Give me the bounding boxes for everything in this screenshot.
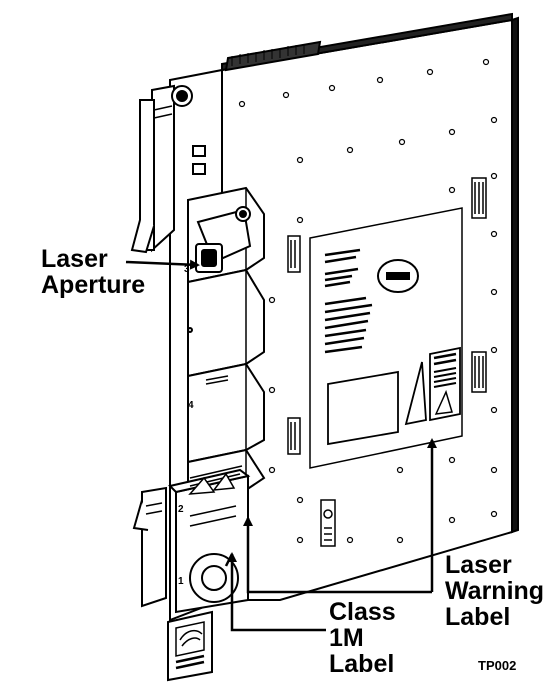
faceplate-number-2: 2 [178,504,184,515]
faceplate-number-3: 3 [184,264,190,275]
callout-arrows [125,259,437,632]
bottom-port-block [168,465,251,614]
callout-laser-warning-line-2: Warning [445,577,545,605]
circuit-board [221,12,519,601]
board-label-box [327,370,399,446]
brand-badge [167,610,213,682]
laser-warning-label-plate [429,346,461,422]
faceplate-number-1: 1 [178,576,184,587]
board-component-ground-stud [320,499,336,547]
callout-laser-warning-label: Laser Warning Label [445,552,544,630]
callout-class-1m-label: Class 1M Label [329,599,396,677]
figure-id: TP002 [478,658,517,673]
board-edge-connector [231,44,305,66]
warning-triangle-icon [404,361,427,426]
board-shield-panel [309,207,463,469]
callout-class-1m-line-1: Class [329,598,396,626]
callout-class-1m-line-2: 1M [329,624,364,652]
laser-aperture-connector [195,206,252,273]
callout-laser-aperture-line-2: Aperture [41,271,146,299]
callout-laser-warning-line-1: Laser [445,551,512,579]
callout-laser-aperture-line-1: Laser [41,245,108,273]
callout-laser-aperture: Laser Aperture [41,246,145,298]
bottom-extractor-handle [132,486,167,608]
card-guide-clips [287,177,487,455]
callout-class-1m-line-3: Label [329,650,395,678]
manufacturer-text-block [324,248,373,354]
faceplate-number-4: 4 [188,400,194,411]
board-mounting-holes [238,58,498,544]
manufacturer-logo [377,259,419,293]
callout-laser-warning-line-3: Label [445,603,511,631]
